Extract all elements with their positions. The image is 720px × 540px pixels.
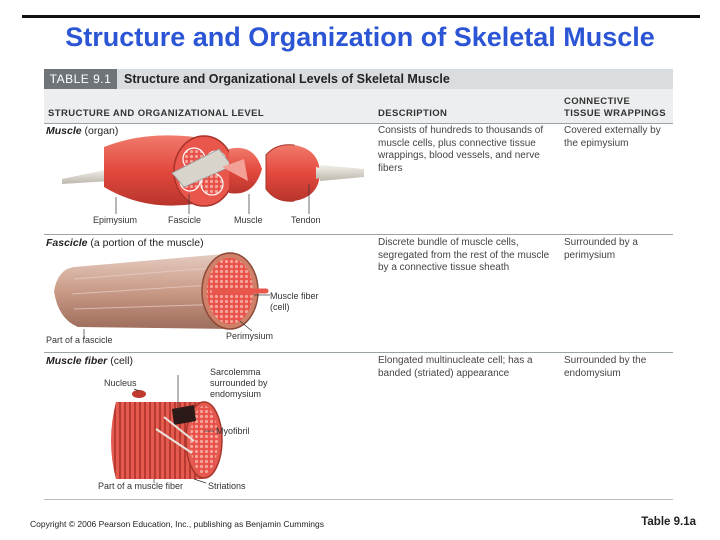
table-badge: TABLE 9.1 xyxy=(44,69,117,89)
row-name: Muscle xyxy=(46,125,82,137)
row-title-fascicle: Fascicle (a portion of the muscle) xyxy=(46,237,204,249)
table-header-bar xyxy=(44,69,673,89)
table-9-1: TABLE 9.1 Structure and Organizational L… xyxy=(44,69,673,501)
column-header-structure: STRUCTURE AND ORGANIZATIONAL LEVEL xyxy=(48,108,265,119)
table-bottom-rule xyxy=(44,499,673,500)
description-muscle-fiber: Elongated multinucleate cell; has a band… xyxy=(378,355,533,379)
fascicle-body xyxy=(54,254,234,329)
row-name: Fascicle xyxy=(46,237,88,249)
label-perimysium: Perimysium xyxy=(226,331,274,341)
label-cell: (cell) xyxy=(270,302,290,312)
row-divider xyxy=(44,352,673,353)
slide-title: Structure and Organization of Skeletal M… xyxy=(65,22,655,52)
label-nucleus: Nucleus xyxy=(104,378,137,388)
footer-copyright: Copyright © 2006 Pearson Education, Inc.… xyxy=(30,519,325,529)
muscle-fiber-illustration xyxy=(111,375,223,484)
column-header-connective-2: TISSUE WRAPPINGS xyxy=(564,108,666,119)
row-qualifier: (cell) xyxy=(110,355,133,367)
label-fascicle: Fascicle xyxy=(168,215,202,225)
muscle-organ-illustration xyxy=(62,135,364,214)
row-qualifier: (a portion of the muscle) xyxy=(90,237,204,249)
myofibrils-end xyxy=(190,406,218,474)
label-myofibril: Myofibril xyxy=(216,426,250,436)
tendon-left xyxy=(62,169,110,184)
label-part-of-fascicle: Part of a fascicle xyxy=(46,335,113,345)
illustrations xyxy=(54,135,364,484)
footer-table-ref: Table 9.1a xyxy=(641,516,696,528)
label-muscle: Muscle xyxy=(234,215,263,225)
label-endomysium: endomysium xyxy=(210,389,262,399)
label-surrounded-by: surrounded by xyxy=(210,378,268,388)
fascicle-illustration xyxy=(54,252,270,339)
nucleus xyxy=(132,390,146,398)
row-divider xyxy=(44,234,673,235)
label-epimysium: Epimysium xyxy=(93,215,138,225)
row-name: Muscle fiber xyxy=(46,355,108,367)
row-qualifier: (organ) xyxy=(84,125,119,137)
label-part-of-muscle-fiber: Part of a muscle fiber xyxy=(98,481,184,491)
tendon-right xyxy=(320,165,364,181)
description-muscle: Consists of hundreds to thousands of mus… xyxy=(378,125,544,174)
table-caption: Structure and Organizational Levels of S… xyxy=(124,72,450,86)
wrapping-fascicle: Surrounded by a perimysium xyxy=(564,237,638,261)
label-muscle-fiber: Muscle fiber xyxy=(270,291,319,301)
wrapping-muscle-fiber: Surrounded by the endomysium xyxy=(564,355,647,379)
label-striations: Striations xyxy=(208,481,246,491)
column-header-description: DESCRIPTION xyxy=(378,108,448,119)
label-sarcolemma: Sarcolemma xyxy=(210,367,261,377)
label-tendon: Tendon xyxy=(291,215,321,225)
row-title-muscle: Muscle (organ) xyxy=(46,125,118,137)
column-header-connective-1: CONNECTIVE xyxy=(564,96,631,107)
description-fascicle: Discrete bundle of muscle cells, segrega… xyxy=(378,237,550,273)
row-title-muscle-fiber: Muscle fiber (cell) xyxy=(46,355,133,367)
wrapping-muscle: Covered externally by the epimysium xyxy=(564,125,661,149)
column-header-band xyxy=(44,89,673,124)
top-rule xyxy=(22,15,700,18)
muscle-belly-left xyxy=(104,135,194,206)
